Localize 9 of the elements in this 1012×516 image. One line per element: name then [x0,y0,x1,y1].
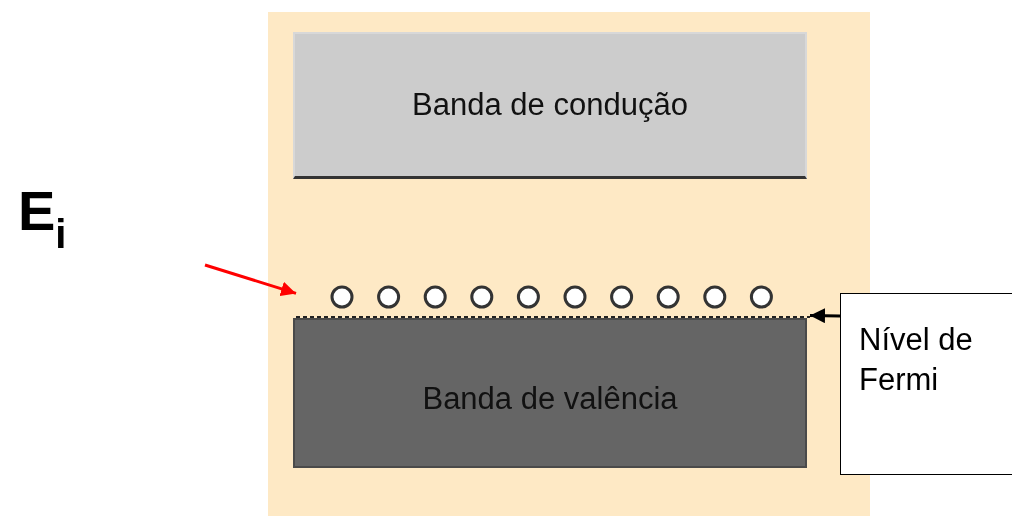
conduction-band [293,32,807,179]
valence-band [293,318,807,468]
arrow [204,263,297,297]
band-label: Banda de valência [422,381,678,417]
text-box [840,293,1012,475]
box-text: Nível de Fermi [859,321,974,399]
band-label: Banda de condução [412,87,688,123]
arrow [809,308,841,324]
energy-symbol: E$_{i}$ [18,178,67,257]
